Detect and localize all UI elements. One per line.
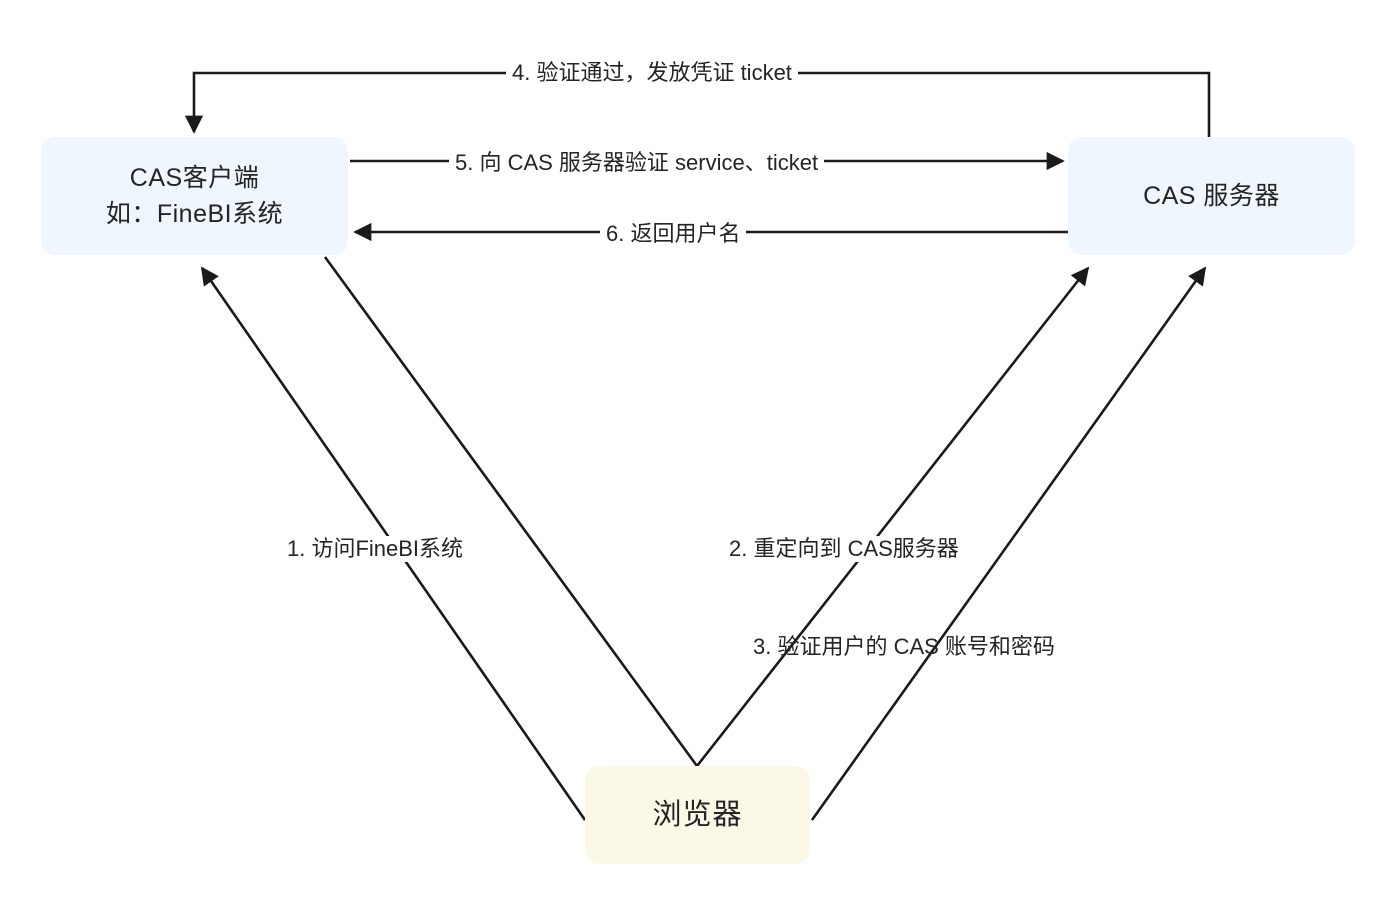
node-browser[interactable]: 浏览器: [585, 766, 810, 864]
node-cas-server[interactable]: CAS 服务器: [1068, 137, 1355, 255]
node-cas-client[interactable]: CAS客户端 如：FineBI系统: [41, 137, 348, 255]
edge-step-2-path-up: [695, 266, 1090, 767]
node-cas-client-line-1: CAS客户端: [129, 163, 260, 192]
node-browser-line-1: 浏览器: [652, 798, 743, 831]
edge-label-step-5: 5. 向 CAS 服务器验证 service、ticket: [449, 150, 825, 177]
edge-label-step-2: 2. 重定向到 CAS服务器: [723, 536, 965, 563]
edge-step-2: [323, 256, 1090, 767]
edge-step-3: [810, 266, 1207, 821]
edge-label-step-4: 4. 验证通过，发放凭证 ticket: [506, 60, 798, 87]
node-cas-server-line-1: CAS 服务器: [1143, 181, 1280, 210]
edge-label-step-1: 1. 访问FineBI系统: [281, 536, 470, 563]
edge-label-step-6: 6. 返回用户名: [600, 221, 747, 248]
edge-step-2-path-down: [323, 256, 699, 767]
edge-step-3-path: [810, 266, 1207, 821]
node-cas-client-line-2: 如：FineBI系统: [105, 200, 284, 228]
edge-label-step-3: 3. 验证用户的 CAS 账号和密码: [753, 634, 1055, 659]
